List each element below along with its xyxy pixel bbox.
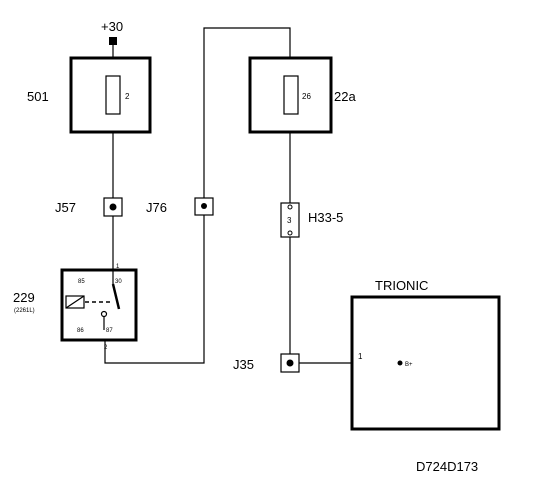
- relay-pin-85: 85: [78, 279, 85, 285]
- relay-wire-pin-1: 1: [116, 264, 120, 270]
- trionic-ecu-title: TRIONIC: [375, 278, 428, 293]
- trionic-ecu: TRIONIC 1 B+: [350, 278, 501, 431]
- connector-h33-label: H33-5: [308, 210, 343, 225]
- connector-h33-body: [280, 202, 300, 238]
- fuse-22a-element: [283, 75, 299, 115]
- trionic-ecu-terminal: [397, 360, 403, 366]
- connector-h33-hole-top: [287, 204, 293, 210]
- fuse-501-pin: 2: [125, 92, 130, 101]
- relay-229-label: 229: [13, 290, 35, 305]
- connector-j57-pin: [109, 203, 117, 211]
- trionic-ecu-housing: [350, 295, 501, 431]
- relay-wire-pin-2: 2: [104, 345, 108, 351]
- connector-j76-pin: [201, 203, 207, 209]
- relay-pin-86: 86: [77, 328, 84, 334]
- relay-pin-87: 87: [106, 328, 113, 334]
- fuse-22a-label: 22a: [334, 89, 356, 104]
- relay-pin-30: 30: [115, 279, 122, 285]
- connector-j35-pin: [286, 359, 294, 367]
- wires: [104, 27, 398, 364]
- fuse-501: 2 501: [27, 56, 152, 134]
- connector-h33-hole-bottom: [287, 230, 293, 236]
- supply-terminal-square: [109, 37, 117, 45]
- connector-j57: J57: [55, 197, 123, 217]
- supply-label: +30: [101, 19, 123, 34]
- connector-h33-pin: 3: [287, 216, 292, 225]
- relay-switch-arm: [111, 283, 121, 310]
- wire-j76-to-fuse-22a: [203, 27, 291, 198]
- connector-j76: J76: [146, 197, 214, 216]
- supply-terminal: +30: [101, 19, 123, 45]
- relay-coil-diagonal: [65, 295, 85, 309]
- connector-j57-label: J57: [55, 200, 76, 215]
- relay-229: 85 30 86 87 1 2 229 (2261L): [13, 264, 138, 351]
- connector-h33-5: 3 H33-5: [280, 202, 343, 238]
- fuse-501-label: 501: [27, 89, 49, 104]
- drawing-id: D724D173: [416, 459, 478, 474]
- relay-229-sublabel: (2261L): [14, 308, 35, 314]
- connector-j35: J35: [233, 353, 300, 373]
- wire-relay-to-j35: [104, 215, 205, 364]
- connector-j76-label: J76: [146, 200, 167, 215]
- relay-contact-87: [100, 310, 108, 318]
- fuse-22a-pin: 26: [302, 92, 311, 101]
- trionic-ecu-pin: 1: [358, 352, 363, 361]
- fuse-22a: 26 22a: [248, 56, 356, 134]
- trionic-ecu-terminal-label: B+: [405, 362, 413, 368]
- connector-j35-label: J35: [233, 357, 254, 372]
- fuse-501-element: [105, 75, 121, 115]
